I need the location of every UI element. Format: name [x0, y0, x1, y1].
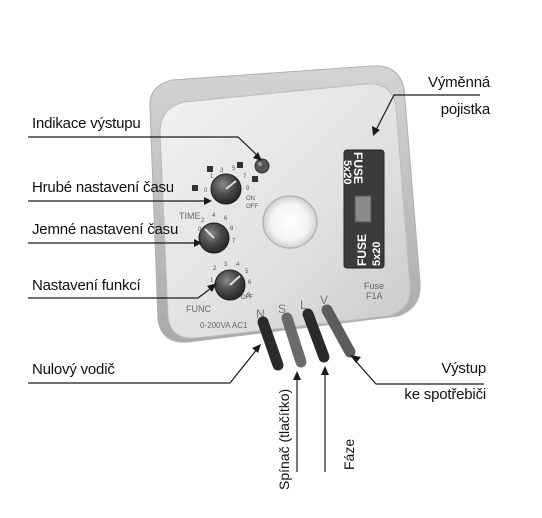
label-spinac: Spínač (tlačítko) [276, 388, 292, 490]
func-off-label: OFF [241, 295, 253, 301]
wire-l [302, 308, 330, 363]
func-label: FUNC [186, 304, 211, 314]
svg-text:5: 5 [232, 166, 236, 172]
time-label: TIME [179, 211, 201, 221]
coarse-time-knob [192, 162, 258, 205]
svg-text:0: 0 [204, 188, 208, 194]
fuse-size-top: 5x20 [341, 160, 353, 184]
terminal-l: L [300, 298, 307, 312]
label-indikace: Indikace výstupu [32, 115, 141, 132]
svg-text:3: 3 [224, 262, 228, 268]
label-jemne: Jemné nastavení času [32, 221, 179, 238]
label-vymenna-2: pojistka [440, 101, 490, 118]
svg-text:9: 9 [247, 293, 251, 299]
svg-text:2: 2 [213, 266, 217, 272]
svg-text:5: 5 [245, 269, 249, 275]
rating-label: 0-200VA AC1 [200, 321, 248, 330]
leader-nulovy [28, 347, 259, 384]
wire-n [257, 316, 284, 371]
fuse-word-top: FUSE [351, 152, 365, 184]
svg-text:8: 8 [230, 226, 234, 232]
terminal-s: S [278, 302, 286, 316]
svg-text:6: 6 [248, 280, 252, 286]
on-label: ON [246, 196, 255, 202]
svg-text:7: 7 [232, 239, 236, 245]
leader-vystup [352, 357, 484, 385]
label-vymenna-1: Výměnná [428, 74, 490, 91]
svg-text:6: 6 [224, 216, 228, 222]
fuse-title: Fuse [364, 281, 384, 291]
led-indicator [254, 158, 270, 174]
fuse-rating: F1A [366, 291, 383, 301]
svg-text:7: 7 [243, 174, 247, 180]
svg-text:3: 3 [220, 168, 224, 174]
svg-text:4: 4 [236, 262, 240, 268]
svg-text:2: 2 [201, 218, 205, 224]
wire-s [281, 312, 307, 368]
leader-vymenna [374, 94, 480, 133]
off-label: OFF [246, 204, 258, 210]
leader-indikace [28, 136, 261, 159]
label-nulovy: Nulový vodič [32, 361, 115, 378]
cable-hole [262, 195, 318, 249]
fuse-holder: FUSE 5x20 FUSE 5x20 [341, 149, 385, 269]
fuse-size-bottom: 5x20 [371, 242, 383, 266]
label-vystup-1: Výstup [441, 360, 486, 377]
svg-text:4: 4 [212, 213, 216, 219]
terminal-v: V [320, 293, 328, 307]
svg-text:9: 9 [246, 186, 250, 192]
svg-text:1: 1 [210, 174, 214, 180]
label-hrube: Hrubé nastavení času [32, 179, 174, 196]
label-faze: Fáze [341, 438, 357, 470]
fuse-word-bottom: FUSE [355, 234, 369, 266]
fine-time-knob [198, 222, 230, 254]
label-vystup-2: ke spotřebiči [404, 386, 486, 403]
label-funkce: Nastavení funkcí [32, 277, 141, 294]
wire-v [321, 304, 356, 358]
svg-text:0: 0 [198, 227, 202, 233]
terminal-n: N [256, 307, 265, 321]
svg-text:1: 1 [210, 278, 214, 284]
leader-funkce [28, 285, 215, 299]
